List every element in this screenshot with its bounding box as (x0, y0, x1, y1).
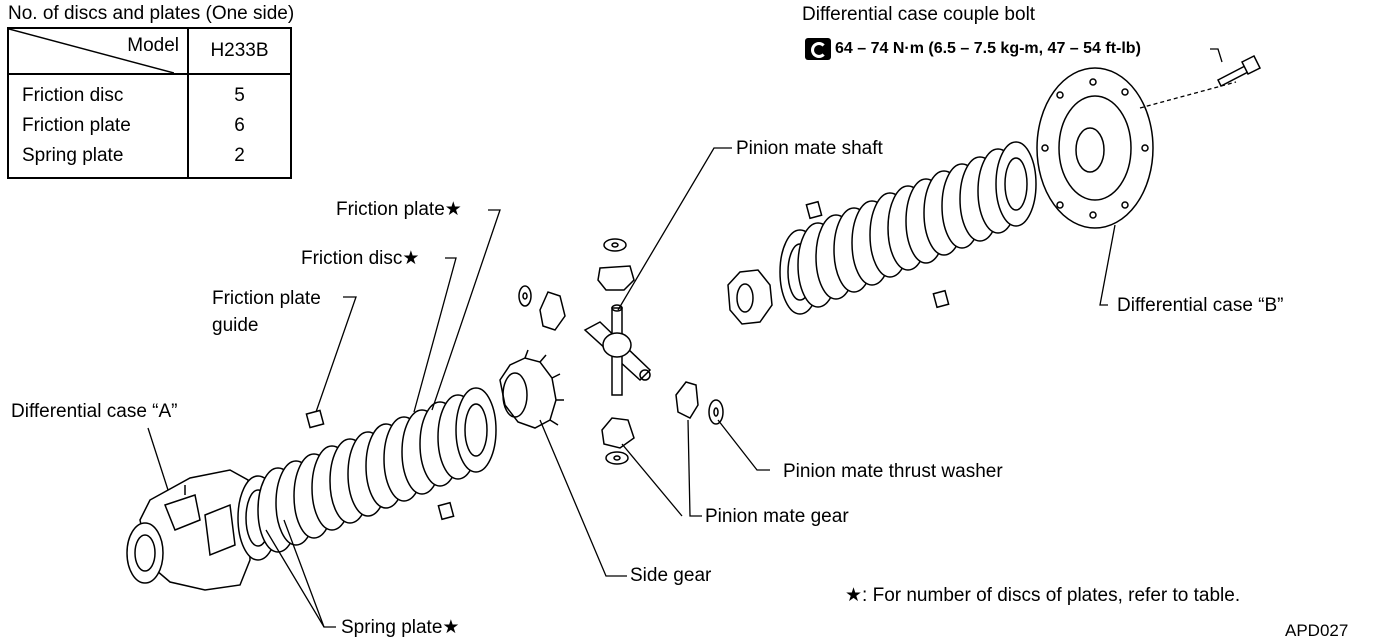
differential-case-b (1036, 67, 1154, 229)
table-header-row: Model H233B (8, 28, 291, 75)
pinion-mate-gears (518, 238, 724, 465)
spring-plate-label: Spring plate★ (341, 617, 460, 638)
side-gear-right (727, 269, 773, 325)
side-gear-label: Side gear (630, 565, 712, 586)
friction-plate-guide-label-line2: guide (212, 315, 259, 336)
friction-plate-guide-left-top (305, 409, 325, 429)
header-diagonal (9, 29, 174, 73)
friction-plate-label: Friction plate★ (336, 199, 462, 220)
side-gear-left (499, 349, 564, 429)
right-plate-stack (779, 141, 1037, 315)
torque-spec: 64 – 74 N·m (6.5 – 7.5 kg-m, 47 – 54 ft-… (805, 38, 1141, 60)
torque-spec-text: 64 – 74 N·m (6.5 – 7.5 kg-m, 47 – 54 ft-… (835, 40, 1141, 58)
row-value: 2 (234, 145, 245, 166)
couple-bolt (1216, 54, 1262, 88)
differential-case-a (126, 469, 251, 591)
header-value: H233B (188, 28, 291, 75)
pinion-mate-shaft (583, 304, 652, 396)
pinion-mate-shaft-label: Pinion mate shaft (736, 138, 883, 159)
leader-lines (147, 48, 1237, 628)
left-plate-stack (237, 387, 497, 561)
discs-plates-table: Model H233B Friction disc 5 Friction pla… (7, 27, 292, 179)
case-a-label: Differential case “A” (11, 401, 178, 422)
friction-plate-guide-right-top (805, 200, 823, 220)
pinion-mate-gear-label: Pinion mate gear (705, 506, 849, 527)
figure-code: APD027 (1285, 621, 1349, 640)
table-title: No. of discs and plates (One side) (8, 3, 295, 24)
friction-plate-guide-label: Friction plate (212, 288, 321, 309)
couple-bolt-label: Differential case couple bolt (802, 4, 1036, 25)
row-label: Spring plate (8, 141, 189, 178)
case-b-label: Differential case “B” (1117, 295, 1284, 316)
friction-disc-label: Friction disc★ (301, 248, 420, 269)
row-label: Friction disc (8, 74, 189, 111)
row-label: Friction plate (8, 111, 189, 141)
header-model: Model (127, 35, 179, 56)
friction-plate-guide-left-bottom (437, 501, 455, 521)
row-value: 5 (234, 85, 245, 106)
table-row: Friction disc 5 (8, 74, 291, 111)
table-row: Friction plate 6 (8, 111, 291, 141)
header-model-cell: Model (8, 28, 189, 75)
table-row: Spring plate 2 (8, 141, 291, 178)
torque-wrench-icon (805, 38, 831, 60)
thrust-washer-label: Pinion mate thrust washer (783, 461, 1003, 482)
friction-plate-guide-right-bottom (932, 289, 950, 309)
footnote: ★: For number of discs of plates, refer … (845, 585, 1241, 606)
row-value: 6 (234, 115, 245, 136)
